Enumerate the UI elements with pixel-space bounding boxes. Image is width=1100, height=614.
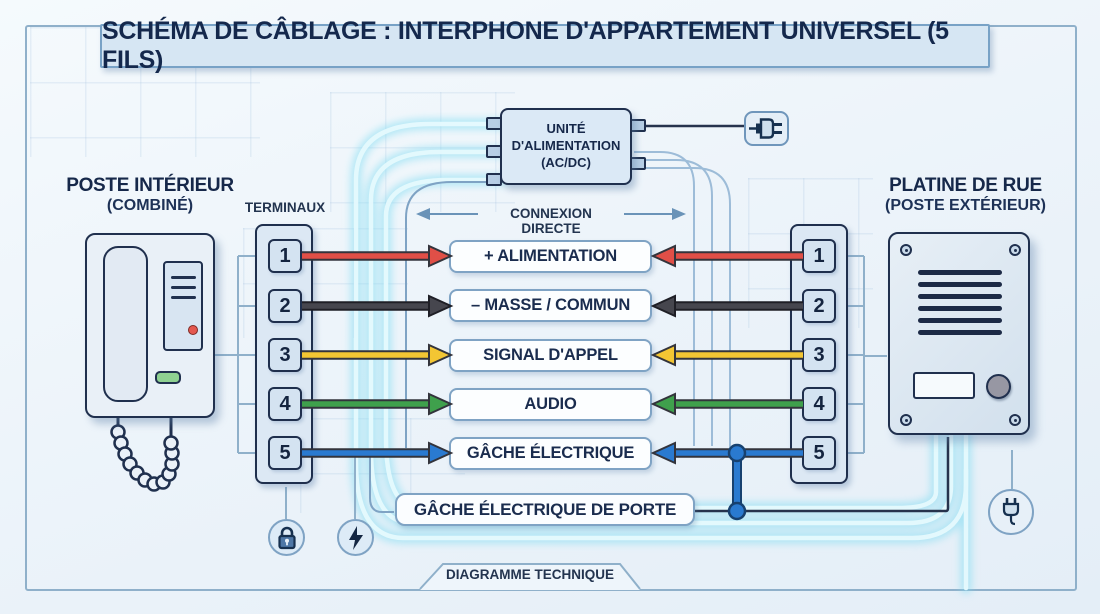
terminals-label: TERMINAUX bbox=[244, 200, 326, 215]
ac-plug-icon bbox=[748, 118, 782, 139]
psu-terminal-tab bbox=[630, 157, 646, 170]
lock-badge bbox=[268, 519, 305, 556]
terminal-right-4: 4 bbox=[802, 387, 836, 421]
terminal-right-1: 1 bbox=[802, 239, 836, 273]
thin-routing-lines bbox=[369, 151, 731, 513]
psu-terminal-tab bbox=[630, 119, 646, 132]
terminal-brackets bbox=[215, 255, 887, 454]
door-strike-label: GÂCHE ÉLECTRIQUE DE PORTE bbox=[395, 493, 695, 526]
glow-wire-bundle bbox=[350, 118, 972, 594]
speaker-grille-bar bbox=[918, 306, 1002, 311]
icon-connector-lines bbox=[285, 450, 1013, 519]
door-open-button bbox=[155, 371, 181, 384]
speaker-grille-bar bbox=[918, 294, 1002, 299]
street-panel-subtitle: (POSTE EXTÉRIEUR) bbox=[885, 197, 1046, 214]
speaker-grille-bar bbox=[918, 330, 1002, 335]
direct-connection-arrows bbox=[416, 208, 686, 220]
speaker-panel bbox=[163, 261, 203, 351]
speaker-grille-bar bbox=[918, 282, 1002, 287]
terminal-right-2: 2 bbox=[802, 289, 836, 323]
footer-label: DIAGRAMME TECHNIQUE bbox=[446, 567, 614, 582]
indoor-handset-unit bbox=[85, 233, 215, 418]
page-title: SCHÉMA DE CÂBLAGE : INTERPHONE D'APPARTE… bbox=[100, 17, 990, 74]
wire-label-ground: – MASSE / COMMUN bbox=[449, 289, 652, 322]
psu-label-line3: (AC/DC) bbox=[541, 154, 591, 170]
name-plate bbox=[913, 372, 975, 399]
power-supply-unit: UNITÉ D'ALIMENTATION (AC/DC) bbox=[500, 108, 632, 185]
terminal-left-5: 5 bbox=[268, 436, 302, 470]
terminal-left-4: 4 bbox=[268, 387, 302, 421]
handset bbox=[103, 246, 148, 402]
wire-label-power: + ALIMENTATION bbox=[449, 240, 652, 273]
indicator-led bbox=[188, 325, 198, 335]
terminal-right-3: 3 bbox=[802, 338, 836, 372]
wire-label-strike: GÂCHE ÉLECTRIQUE bbox=[449, 437, 652, 470]
terminal-left-3: 3 bbox=[268, 338, 302, 372]
screw-icon bbox=[900, 244, 912, 256]
wire-label-audio: AUDIO bbox=[449, 388, 652, 421]
plug-icon bbox=[1002, 498, 1020, 526]
lock-icon bbox=[277, 526, 296, 549]
psu-label-line1: UNITÉ bbox=[546, 121, 586, 137]
dark-connection-lines bbox=[640, 124, 950, 513]
call-button bbox=[986, 374, 1011, 399]
panel-line bbox=[171, 276, 196, 279]
street-panel-title: PLATINE DE RUE bbox=[889, 175, 1042, 196]
lightning-icon bbox=[348, 525, 363, 550]
street-door-station bbox=[888, 232, 1030, 435]
screw-icon bbox=[1009, 414, 1021, 426]
indoor-station-subtitle: (COMBINÉ) bbox=[106, 197, 194, 214]
direct-connection-label: CONNEXION DIRECTE bbox=[510, 206, 592, 236]
plug-badge bbox=[988, 489, 1034, 535]
screw-icon bbox=[900, 414, 912, 426]
panel-line bbox=[171, 296, 196, 299]
ac-plug-badge bbox=[744, 111, 789, 146]
footer-tab bbox=[419, 563, 641, 590]
indoor-station-title: POSTE INTÉRIEUR bbox=[66, 175, 234, 196]
speaker-grille-bar bbox=[918, 318, 1002, 323]
handset-cord bbox=[110, 414, 180, 492]
terminal-left-2: 2 bbox=[268, 289, 302, 323]
wire-label-call: SIGNAL D'APPEL bbox=[449, 339, 652, 372]
terminal-left-1: 1 bbox=[268, 239, 302, 273]
panel-line bbox=[171, 286, 196, 289]
speaker-grille-bar bbox=[918, 270, 1002, 275]
terminal-right-5: 5 bbox=[802, 436, 836, 470]
lightning-badge bbox=[337, 519, 374, 556]
screw-icon bbox=[1009, 244, 1021, 256]
psu-label-line2: D'ALIMENTATION bbox=[511, 138, 621, 154]
